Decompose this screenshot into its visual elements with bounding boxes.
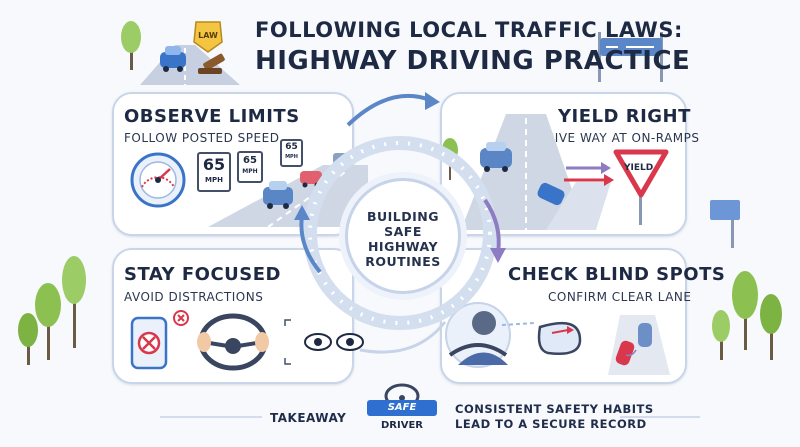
blind-title: CHECK BLIND SPOTS (508, 264, 726, 285)
center-text-line-2: SAFE (384, 224, 422, 239)
badge-top-text: SAFE IRVING (367, 400, 437, 429)
cycle-arrow-left (294, 205, 322, 274)
speed-sign-mid-unit: MPH (242, 168, 258, 175)
center-circle: BUILDING SAFE HIGHWAY ROUTINES (345, 178, 461, 294)
takeaway-label: TAKEAWAY (270, 411, 347, 425)
merge-arrow-icon (564, 162, 614, 186)
center-text-line-1: BUILDING (366, 209, 440, 224)
blind-subtitle: CONFIRM CLEAR LANE (548, 290, 692, 304)
speed-limit-sign-large: 65 MPH (197, 152, 231, 192)
tree-icon (760, 294, 782, 360)
yield-sign-icon (613, 149, 669, 225)
yield-sign-text: YIELD (624, 163, 654, 173)
focused-subtitle: AVOID DISTRACTIONS (124, 290, 264, 304)
cycle-arrow-bottom (359, 321, 447, 354)
car-icon (263, 181, 293, 209)
observe-title: OBSERVE LIMITS (124, 106, 300, 127)
speed-sign-small-unit: MPH (285, 154, 298, 160)
takeaway-text-line-1: CONSISTENT SAFETY HABITS (455, 402, 654, 416)
yield-title: YIELD RIGHT (558, 106, 691, 127)
safe-driver-badge: SAFE IRVING DRIVER (367, 382, 437, 442)
info-sign-icon (710, 200, 740, 248)
speedometer-icon (130, 152, 186, 208)
badge-bottom-text: DRIVER (381, 420, 423, 431)
speed-sign-mid-number: 65 (243, 155, 257, 166)
tree-icon (35, 283, 61, 360)
center-text-line-4: ROUTINES (365, 254, 441, 269)
header-highway-icon (140, 45, 240, 85)
speed-limit-sign-small: 65 MPH (280, 139, 303, 167)
tree-icon (18, 313, 38, 365)
tree-icon (121, 21, 141, 70)
highway-sign-icon (598, 32, 663, 82)
center-label: BUILDING SAFE HIGHWAY ROUTINES (348, 209, 458, 269)
takeaway-text-line-2: LEAD TO A SECURE RECORD (455, 417, 647, 431)
cycle-arrow-top (346, 92, 440, 127)
yield-illustration (442, 114, 669, 230)
tree-icon (732, 271, 758, 350)
speed-sign-small-number: 65 (285, 142, 298, 152)
speed-limit-sign-mid: 65 MPH (237, 151, 263, 183)
driver-head-icon (445, 302, 536, 368)
phone-crossed-icon (130, 310, 189, 370)
badge-steering-wheel-icon (384, 383, 420, 404)
center-text-line-3: HIGHWAY (367, 239, 439, 254)
observe-subtitle: FOLLOW POSTED SPEED (124, 131, 280, 145)
speed-sign-large-number: 65 (202, 155, 226, 174)
footer-divider (160, 416, 700, 418)
car-icon (480, 142, 512, 172)
takeaway-text: CONSISTENT SAFETY HABITS LEAD TO A SECUR… (455, 402, 654, 432)
cycle-arrow-right (483, 198, 506, 263)
focused-illustration (130, 310, 364, 371)
cycle-ring (294, 92, 506, 354)
tree-icon (712, 310, 730, 360)
car-icon (537, 182, 565, 206)
eyes-focus-icon (284, 319, 364, 365)
title-line-1: FOLLOWING LOCAL TRAFFIC LAWS: (255, 18, 683, 42)
law-badge-text: LAW (198, 31, 218, 40)
blind-illustration (445, 302, 670, 375)
title-line-2: HIGHWAY DRIVING PRACTICE (255, 46, 691, 76)
focused-title: STAY FOCUSED (124, 264, 281, 285)
law-badge-icon: LAW (193, 21, 225, 74)
speed-sign-large-unit: MPH (205, 176, 223, 184)
steering-wheel-icon (197, 313, 269, 371)
blind-spot-cars-icon (608, 315, 670, 375)
tree-icon (62, 256, 86, 348)
side-mirror-icon (537, 321, 582, 355)
page-title: FOLLOWING LOCAL TRAFFIC LAWS: HIGHWAY DR… (255, 18, 690, 76)
yield-subtitle: GIVE WAY AT ON-RAMPS (545, 131, 700, 145)
